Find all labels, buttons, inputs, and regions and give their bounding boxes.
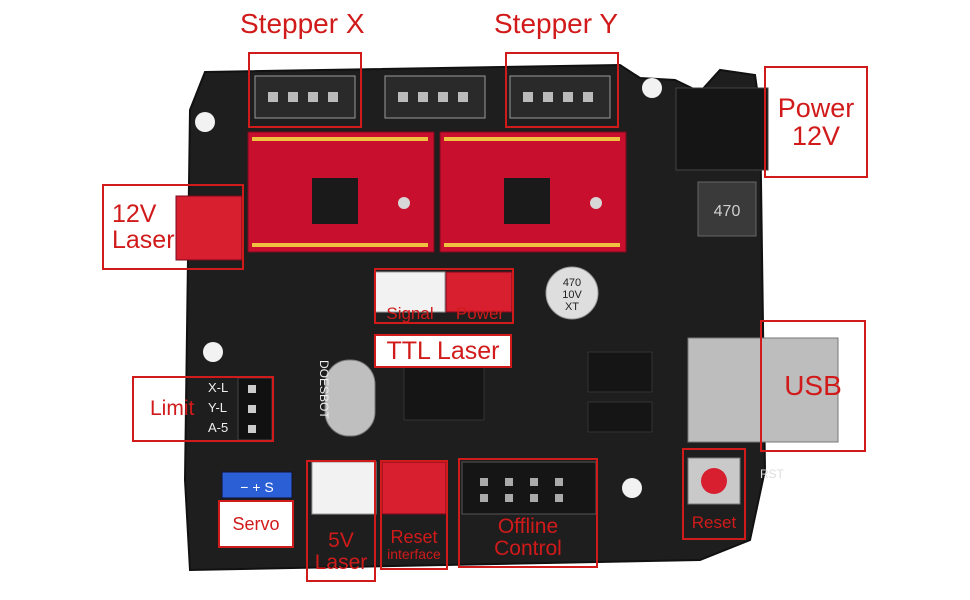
- stepper-y1-connector: [384, 75, 486, 119]
- reset-interface-line2: interface: [387, 546, 441, 563]
- usb-serial-chip: [587, 351, 653, 393]
- ttl-signal-connector: [374, 271, 446, 313]
- offline-control-line2: Control: [494, 536, 562, 560]
- laser-12v-line1: 12V: [112, 199, 157, 228]
- power-12v-line1: Power: [777, 92, 855, 123]
- stepper-x-title: Stepper X: [240, 8, 365, 39]
- driver-chip: [312, 178, 358, 224]
- brand-silkscreen: DOESBOT: [317, 360, 331, 419]
- reset-button-cap: [701, 468, 727, 494]
- driver-chip: [504, 178, 550, 224]
- potentiometer: [590, 197, 602, 209]
- cap-label-3: XT: [565, 301, 579, 313]
- rst-silkscreen: RST: [760, 467, 785, 481]
- laser-5v-line1: 5V: [328, 528, 354, 552]
- laser-12v-connector: [175, 195, 243, 261]
- mounting-hole: [195, 112, 215, 132]
- stepper-y-title: Stepper Y: [494, 8, 619, 39]
- usb-port: [687, 337, 839, 443]
- offline-control-connector: [461, 461, 597, 515]
- mounting-hole: [622, 478, 642, 498]
- limit-yl-silkscreen: Y-L: [208, 400, 227, 415]
- reset-label: Reset: [682, 448, 746, 540]
- limit-a5-silkscreen: A-5: [208, 420, 228, 435]
- reset-interface-label: Reset interface: [380, 460, 448, 570]
- laser-5v-label: 5V Laser: [306, 460, 376, 582]
- laser-5v-line2: Laser: [314, 550, 368, 574]
- laser-5v-connector: [311, 461, 377, 515]
- offline-control-line1: Offline: [497, 514, 559, 538]
- cap-label-2: 10V: [562, 289, 582, 301]
- reset-interface-line1: Reset: [390, 527, 438, 548]
- stepper-y-highlight: [505, 52, 619, 128]
- potentiometer: [398, 197, 410, 209]
- cap-label-1: 470: [563, 277, 581, 289]
- dc-power-jack: [675, 87, 769, 171]
- offline-control-label: Offline Control: [458, 458, 598, 568]
- ttl-laser-label: TTL Laser: [374, 334, 512, 368]
- ttl-connectors-highlight: [374, 268, 514, 324]
- usb-label: USB: [760, 320, 866, 452]
- power-12v-line2: 12V: [791, 121, 841, 151]
- mounting-hole: [642, 78, 662, 98]
- inductor-label: 470: [714, 203, 741, 220]
- ic-chip: [587, 401, 653, 433]
- power-label: Power: [455, 304, 505, 324]
- reset-interface-connector: [381, 461, 447, 515]
- electrolytic-capacitor: [545, 266, 599, 320]
- power-12v-label: Power 12V: [764, 66, 868, 178]
- stepper-driver-x: [247, 131, 435, 253]
- limit-xl-silkscreen: X-L: [208, 380, 228, 395]
- laser-12v-line2: Laser: [112, 226, 175, 254]
- laser-12v-label: 12V Laser: [102, 184, 244, 270]
- servo-header: [221, 471, 293, 499]
- stepper-x-highlight: [248, 52, 362, 128]
- stepper-y2-connector: [509, 75, 611, 119]
- crystal-oscillator: [324, 359, 376, 437]
- servo-pins-label: − + S: [240, 479, 273, 495]
- limit-label: Limit: [132, 376, 274, 442]
- microcontroller-chip: [403, 359, 485, 421]
- mounting-hole: [203, 342, 223, 362]
- signal-label: Signal: [386, 304, 434, 324]
- inductor: [697, 181, 757, 237]
- servo-label: Servo: [218, 500, 294, 548]
